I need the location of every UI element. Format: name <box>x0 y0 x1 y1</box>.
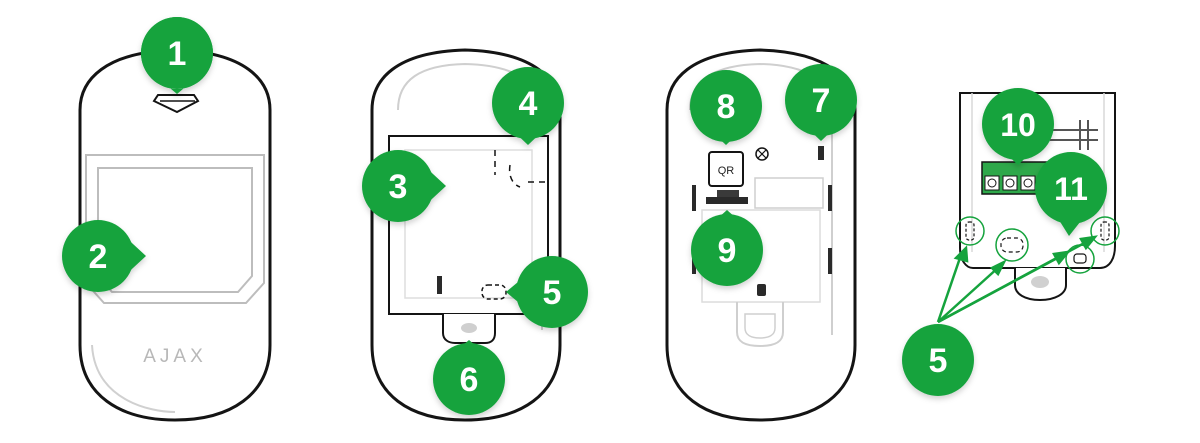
callout-3: 3 <box>362 150 446 222</box>
power-switch <box>706 197 748 204</box>
callout-2: 2 <box>62 220 146 292</box>
mount-hole-center <box>995 228 1029 262</box>
device-front-shadow-edge <box>91 344 176 413</box>
callout-7: 7 <box>785 64 857 141</box>
device-back-mounted-view <box>370 48 562 422</box>
callout-1-number: 1 <box>168 35 187 73</box>
callout-5-closeup: 5 <box>902 324 974 396</box>
callout-9-number: 9 <box>718 232 737 270</box>
device-back-open-view: QR <box>665 48 857 422</box>
brand-logo: AJAX <box>143 346 207 367</box>
qr-code-label <box>708 151 744 187</box>
callout-6: 6 <box>433 340 505 415</box>
callout-5-bracket: 5 <box>506 256 588 328</box>
callout-6-number: 6 <box>460 361 479 399</box>
callout-5-number: 5 <box>543 274 562 312</box>
led-indicator <box>152 94 200 114</box>
tamper-button <box>818 146 824 160</box>
mount-hole-right <box>1090 216 1120 246</box>
callout-7-number: 7 <box>812 82 831 120</box>
callout-8-number: 8 <box>717 88 736 126</box>
callout-8: 8 <box>690 70 762 145</box>
mount-hole-left <box>955 216 985 246</box>
callout-11-number: 11 <box>1054 171 1088 207</box>
callout-10: 10 <box>982 88 1054 165</box>
callout-5b-number: 5 <box>929 342 948 380</box>
pointer-lines <box>936 235 1098 324</box>
callout-1: 1 <box>140 17 213 94</box>
callout-9: 9 <box>691 210 763 286</box>
callout-10-number: 10 <box>1000 107 1036 143</box>
device-front-view: AJAX <box>78 48 272 422</box>
callout-11: 11 <box>1035 152 1107 236</box>
callout-4-number: 4 <box>519 85 538 123</box>
callout-4: 4 <box>492 67 564 145</box>
qr-code-text: QR <box>718 165 735 177</box>
callout-3-number: 3 <box>389 168 408 206</box>
callout-2-number: 2 <box>89 238 108 276</box>
